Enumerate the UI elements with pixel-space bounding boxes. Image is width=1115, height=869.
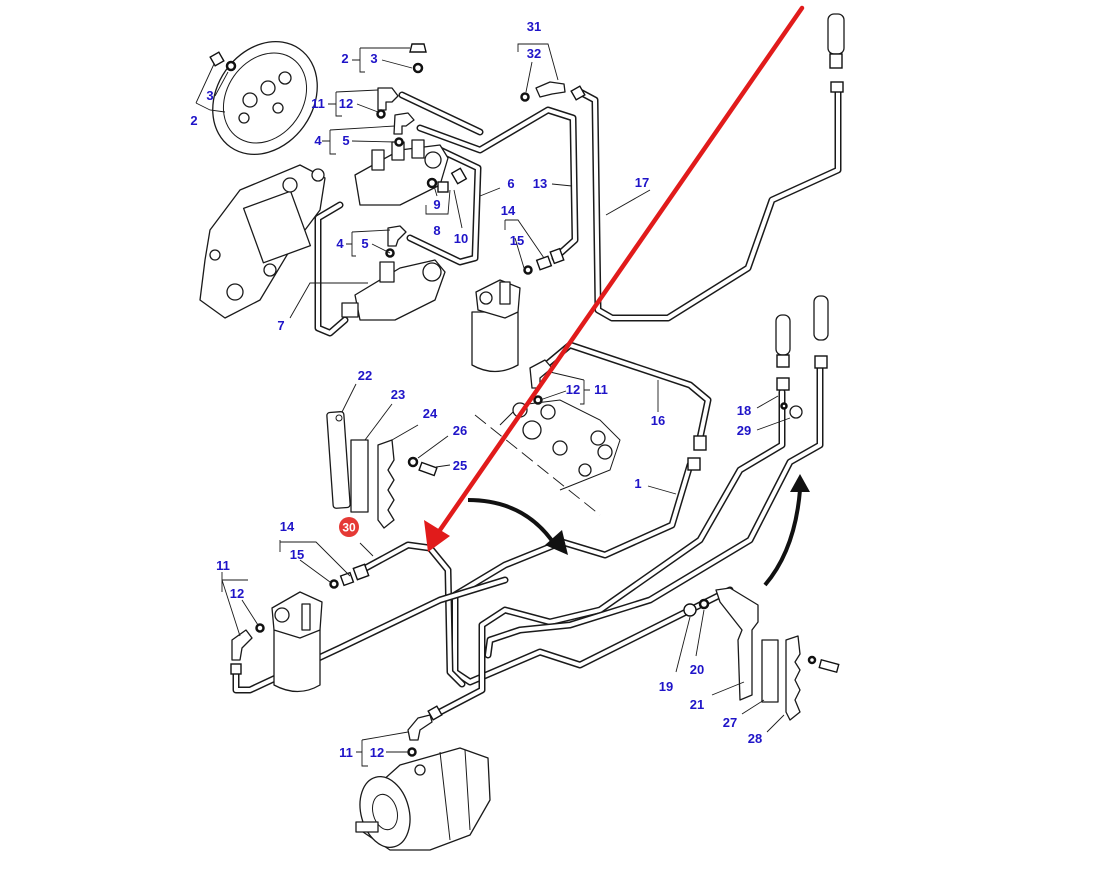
elbow-fitting-4b[interactable] — [385, 225, 407, 258]
leader-lines — [195, 43, 791, 767]
filter-upper[interactable] — [471, 279, 521, 373]
part-30-badge[interactable]: 30 — [339, 517, 359, 537]
valve-block-upper[interactable] — [354, 139, 449, 206]
pipe-right[interactable] — [484, 364, 824, 659]
pipe-upper[interactable] — [398, 91, 484, 136]
callout-24[interactable]: 24 — [423, 406, 438, 421]
callout-2[interactable]: 2 — [190, 113, 197, 128]
elbow-fitting-11[interactable] — [376, 87, 399, 119]
callout-18[interactable]: 18 — [737, 403, 751, 418]
pipe-30[interactable] — [358, 541, 466, 688]
callout-19[interactable]: 19 — [659, 679, 673, 694]
callout-12[interactable]: 12 — [339, 96, 353, 111]
washer-26[interactable] — [407, 456, 419, 468]
pipe-clamp-28[interactable] — [785, 635, 801, 721]
callout-27[interactable]: 27 — [723, 715, 737, 730]
pipe-13[interactable] — [416, 106, 579, 262]
callout-3[interactable]: 3 — [206, 88, 213, 103]
washer-20[interactable] — [698, 598, 710, 610]
pipe-17[interactable] — [576, 88, 842, 322]
callout-13[interactable]: 13 — [533, 176, 547, 191]
callout-17[interactable]: 17 — [635, 175, 649, 190]
union-16-1[interactable] — [687, 435, 707, 471]
callout-28[interactable]: 28 — [748, 731, 762, 746]
pipe-clamp-24[interactable] — [377, 439, 395, 529]
callout-12[interactable]: 12 — [230, 586, 244, 601]
callout-2[interactable]: 2 — [341, 51, 348, 66]
callout-20[interactable]: 20 — [690, 662, 704, 677]
hydraulic-pump[interactable] — [353, 747, 491, 853]
cap-29[interactable] — [780, 402, 803, 419]
callout-14[interactable]: 14 — [501, 203, 516, 218]
callout-3[interactable]: 3 — [370, 51, 377, 66]
nut-19[interactable] — [683, 603, 697, 617]
callout-10[interactable]: 10 — [454, 231, 468, 246]
rubber-pad-23[interactable] — [350, 439, 369, 513]
highlight-arrow — [424, 5, 805, 552]
bolt-28[interactable] — [807, 655, 840, 674]
callout-14[interactable]: 14 — [280, 519, 295, 534]
callout-26[interactable]: 26 — [453, 423, 467, 438]
bolt-25[interactable] — [418, 461, 438, 477]
callout-23[interactable]: 23 — [391, 387, 405, 402]
callout-29[interactable]: 29 — [737, 423, 751, 438]
callout-6[interactable]: 6 — [507, 176, 514, 191]
callout-11[interactable]: 11 — [216, 558, 230, 573]
nut-tube-17[interactable] — [570, 85, 586, 101]
callout-9[interactable]: 9 — [433, 197, 440, 212]
callout-15[interactable]: 15 — [290, 547, 304, 562]
elbow-fitting-11-pump[interactable] — [407, 705, 443, 757]
hose-end-right[interactable] — [813, 295, 829, 369]
callout-16[interactable]: 16 — [651, 413, 665, 428]
rubber-pad-27[interactable] — [761, 639, 779, 703]
mounting-plate[interactable] — [199, 164, 326, 319]
callout-7[interactable]: 7 — [277, 318, 284, 333]
callout-31[interactable]: 31 — [527, 19, 541, 34]
elbow-fitting-31[interactable] — [520, 81, 566, 102]
callout-4[interactable]: 4 — [336, 236, 344, 251]
fitting-11-12-mid[interactable] — [529, 359, 553, 405]
callout-11[interactable]: 11 — [339, 745, 353, 760]
callout-11[interactable]: 11 — [311, 96, 325, 111]
hose-end-18[interactable] — [775, 314, 791, 391]
hose-end-top-right[interactable] — [827, 13, 845, 93]
callout-32[interactable]: 32 — [527, 46, 541, 61]
callout-15[interactable]: 15 — [510, 233, 524, 248]
callout-11[interactable]: 11 — [594, 382, 608, 397]
elbow-fitting-4[interactable] — [393, 112, 415, 147]
callout-5[interactable]: 5 — [342, 133, 349, 148]
callout-22[interactable]: 22 — [358, 368, 372, 383]
bracket-21[interactable] — [715, 587, 759, 701]
valve-cover-plate[interactable] — [191, 21, 338, 174]
direction-arrow-right — [467, 498, 568, 555]
housing-outline — [474, 399, 621, 516]
adapter-14-upper[interactable] — [523, 247, 565, 275]
callout-25[interactable]: 25 — [453, 458, 467, 473]
callout-12[interactable]: 12 — [566, 382, 580, 397]
valve-block-lower[interactable] — [341, 259, 446, 321]
elbow-fitting-11-lower[interactable] — [230, 623, 265, 675]
pipe-7[interactable] — [314, 201, 349, 337]
callout-1[interactable]: 1 — [634, 476, 641, 491]
switch-8-9-10[interactable] — [426, 167, 468, 193]
callout-4[interactable]: 4 — [314, 133, 322, 148]
callout-5[interactable]: 5 — [361, 236, 368, 251]
clamp-plate-22[interactable] — [326, 411, 351, 509]
pipe-6[interactable] — [406, 146, 482, 266]
callout-labels: 31 32 2 3 3 2 11 12 4 5 6 13 17 9 8 10 1… — [190, 19, 762, 760]
callout-8[interactable]: 8 — [433, 223, 440, 238]
callout-12[interactable]: 12 — [370, 745, 384, 760]
plug-2-3[interactable] — [409, 43, 427, 74]
filter-lower[interactable] — [271, 591, 323, 693]
badge-text: 30 — [342, 521, 356, 535]
callout-21[interactable]: 21 — [690, 697, 704, 712]
plug-top-left[interactable] — [209, 51, 237, 72]
pipe-18[interactable] — [436, 388, 786, 716]
direction-arrow-up — [763, 474, 810, 587]
